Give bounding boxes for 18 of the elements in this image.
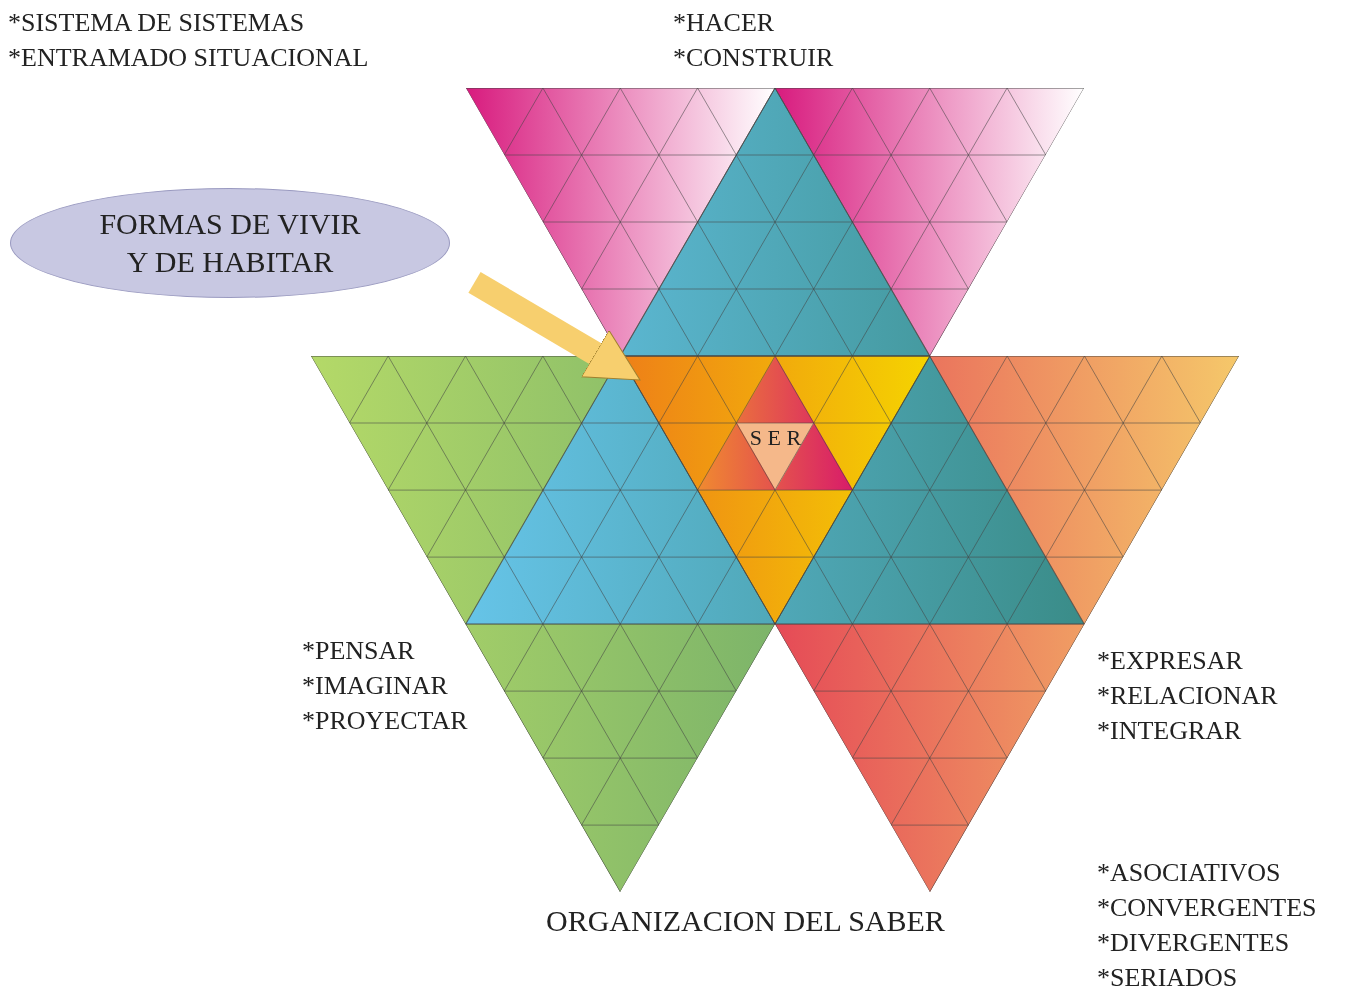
label-text: *CONVERGENTES xyxy=(1097,893,1317,923)
caption: ORGANIZACION DEL SABER xyxy=(546,906,945,936)
label-text: *RELACIONAR xyxy=(1097,681,1278,711)
label-text: *INTEGRAR xyxy=(1097,716,1242,746)
arrow xyxy=(468,271,641,381)
label-text: *ENTRAMADO SITUACIONAL xyxy=(8,43,369,73)
label-text: *SISTEMA DE SISTEMAS xyxy=(8,8,305,38)
center-text: S E R xyxy=(749,426,802,450)
label-text: *ASOCIATIVOS xyxy=(1097,858,1281,888)
label-text: *IMAGINAR xyxy=(302,671,448,701)
label-text: *CONSTRUIR xyxy=(673,43,834,73)
label-text: *PENSAR xyxy=(302,636,415,666)
ellipse-bubble: FORMAS DE VIVIR Y DE HABITAR xyxy=(10,188,450,298)
label-text: *EXPRESAR xyxy=(1097,646,1243,676)
label-text: *SERIADOS xyxy=(1097,963,1238,993)
label-text: *PROYECTAR xyxy=(302,706,468,736)
label-text: *DIVERGENTES xyxy=(1097,928,1290,958)
label-text: *HACER xyxy=(673,8,775,38)
